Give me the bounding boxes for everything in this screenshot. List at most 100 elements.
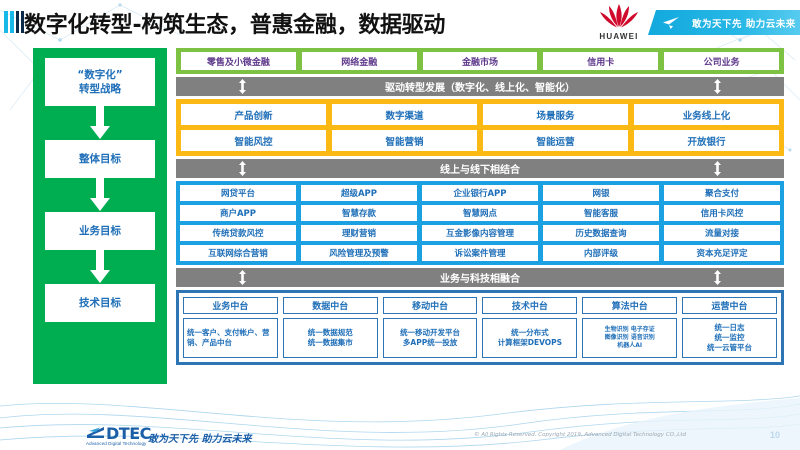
business-goal-cell[interactable]: 超级APP (301, 185, 417, 201)
business-goal-cell[interactable]: 智慧网点 (422, 205, 538, 221)
business-line-cell[interactable]: 信用卡 (543, 52, 659, 70)
dtec-tagline: Advanced Digital Technology (86, 441, 147, 446)
architecture-stack: 零售及小微金融 网络金融 金融市场 信用卡 公司业务 驱动转型发展（数字化、线上… (176, 48, 784, 365)
business-goal-cell[interactable]: 资本充足评定 (664, 245, 780, 261)
strategy-item-0[interactable]: “数字化” 转型战略 (45, 58, 155, 106)
business-goal-cell[interactable]: 企业银行APP (422, 185, 538, 201)
tech-column-body: 统一客户、支付帐户、营销、产品中台 (183, 318, 278, 358)
business-goal-cell[interactable]: 传统贷款风控 (180, 225, 296, 241)
strategy-column: “数字化” 转型战略 整体目标 业务目标 技术目标 (33, 48, 167, 384)
tech-column-body: 统一移动开发平台多APP统一投放 (382, 318, 478, 358)
connector-bar-1-label: 驱动转型发展（数字化、线上化、智能化） (385, 83, 575, 94)
tech-column-head[interactable]: 算法中台 (582, 297, 678, 314)
business-line-cell[interactable]: 公司业务 (664, 52, 779, 70)
down-arrow-icon-2 (90, 178, 110, 211)
overall-goal-cell[interactable]: 业务线上化 (634, 104, 779, 125)
overall-goal-cell[interactable]: 智能风控 (181, 130, 326, 151)
tech-column-body: 生物识别 电子存证图像识别 语音识别机器人AI (582, 318, 678, 358)
tech-goals-band: 业务中台 统一客户、支付帐户、营销、产品中台 数据中台 统一数据规范统一数据集市… (176, 290, 784, 365)
tech-column-technology: 技术中台 统一分布式计算框架DEVOPS (482, 297, 578, 358)
business-goal-cell[interactable]: 风险管理及预警 (301, 245, 417, 261)
overall-goals-band: 产品创新 数字渠道 场景服务 业务线上化 智能风控 智能营销 智能运营 开放银行 (176, 99, 784, 156)
down-arrow-icon-1 (90, 106, 110, 139)
strategy-item-2[interactable]: 业务目标 (45, 212, 155, 250)
business-lines-band: 零售及小微金融 网络金融 金融市场 信用卡 公司业务 (176, 48, 784, 74)
overall-goal-cell[interactable]: 数字渠道 (332, 104, 477, 125)
business-goal-cell[interactable]: 理财营销 (301, 225, 417, 241)
business-goal-cell[interactable]: 商户APP (180, 205, 296, 221)
tech-column-business: 业务中台 统一客户、支付帐户、营销、产品中台 (183, 297, 278, 358)
overall-goals-row: 智能风控 智能营销 智能运营 开放银行 (181, 130, 779, 151)
tech-column-head[interactable]: 技术中台 (482, 297, 578, 314)
tech-column-mobile: 移动中台 统一移动开发平台多APP统一投放 (382, 297, 478, 358)
header-ribbon: 敢为天下先 助力云未来 (648, 10, 800, 35)
overall-goal-cell[interactable]: 智能运营 (483, 130, 628, 151)
up-down-arrow-icon (239, 79, 246, 94)
title-accent-bars (4, 11, 24, 33)
down-arrow-icon-3 (90, 250, 110, 283)
business-goals-band: 网贷平台 超级APP 企业银行APP 网银 聚合支付 商户APP 智慧存款 智慧… (176, 181, 784, 265)
tech-column-head[interactable]: 业务中台 (183, 297, 278, 314)
tech-column-operation: 运营中台 统一日志统一监控统一云管平台 (682, 297, 777, 358)
strategy-item-0-line2: 转型战略 (79, 83, 121, 95)
business-line-cell[interactable]: 网络金融 (301, 52, 417, 70)
page-title: 数字化转型-构筑生态，普惠金融，数据驱动 (24, 13, 446, 38)
business-goal-cell[interactable]: 信用卡风控 (664, 205, 780, 221)
tech-column-body: 统一分布式计算框架DEVOPS (482, 318, 578, 358)
business-goal-cell[interactable]: 智能客服 (543, 205, 659, 221)
overall-goal-cell[interactable]: 开放银行 (634, 130, 779, 151)
overall-goals-row: 产品创新 数字渠道 场景服务 业务线上化 (181, 104, 779, 125)
up-down-arrow-icon (714, 79, 721, 94)
strategy-item-3-label: 技术目标 (79, 296, 121, 309)
business-goal-cell[interactable]: 流量对接 (664, 225, 780, 241)
up-down-arrow-icon (239, 161, 246, 176)
paper-plane-icon (663, 16, 679, 29)
business-goal-cell[interactable]: 网银 (543, 185, 659, 201)
tech-column-data: 数据中台 统一数据规范统一数据集市 (282, 297, 378, 358)
copyright-text: © All Rights Reserved. Copyright 2019, A… (474, 432, 686, 438)
overall-goal-cell[interactable]: 产品创新 (181, 104, 326, 125)
huawei-logo: HUAWEI (592, 2, 646, 42)
overall-goal-cell[interactable]: 智能营销 (332, 130, 477, 151)
dtec-logo: DTEC Advanced Digital Technology (86, 424, 151, 446)
business-line-cell[interactable]: 金融市场 (422, 52, 538, 70)
tech-column-body: 统一数据规范统一数据集市 (282, 318, 378, 358)
tech-column-algorithm: 算法中台 生物识别 电子存证图像识别 语音识别机器人AI (582, 297, 678, 358)
strategy-item-3[interactable]: 技术目标 (45, 284, 155, 322)
strategy-item-1-label: 整体目标 (79, 152, 121, 165)
business-goals-row: 互联网综合营销 风险管理及预警 诉讼案件管理 内部评级 资本充足评定 (180, 245, 780, 261)
huawei-flower-icon (600, 4, 638, 28)
connector-bar-1: 驱动转型发展（数字化、线上化、智能化） (176, 77, 784, 96)
tech-column-body: 统一日志统一监控统一云管平台 (682, 318, 777, 358)
dtec-mark-icon (87, 426, 104, 438)
business-goal-cell[interactable]: 聚合支付 (664, 185, 780, 201)
strategy-item-2-label: 业务目标 (79, 224, 121, 237)
footer-slogan: 敢为天下先 助力云未来 (148, 434, 252, 445)
business-goal-cell[interactable]: 诉讼案件管理 (422, 245, 538, 261)
slide-header: 数字化转型-构筑生态，普惠金融，数据驱动 HUAWEI 敢为天下先 助力云未来 (0, 0, 800, 44)
tech-column-head[interactable]: 数据中台 (282, 297, 378, 314)
business-goal-cell[interactable]: 互金影像内容管理 (422, 225, 538, 241)
business-line-cell[interactable]: 零售及小微金融 (181, 52, 296, 70)
connector-bar-3: 业务与科技相融合 (176, 268, 784, 287)
business-goal-cell[interactable]: 网贷平台 (180, 185, 296, 201)
huawei-wordmark: HUAWEI (599, 32, 639, 41)
business-goal-cell[interactable]: 互联网综合营销 (180, 245, 296, 261)
overall-goal-cell[interactable]: 场景服务 (483, 104, 628, 125)
dtec-wordmark: DTEC (106, 424, 151, 443)
ribbon-slogan: 敢为天下先 助力云未来 (692, 18, 796, 30)
page-number: 10 (770, 430, 781, 440)
business-goals-row: 传统贷款风控 理财营销 互金影像内容管理 历史数据查询 流量对接 (180, 225, 780, 241)
tech-column-head[interactable]: 运营中台 (682, 297, 777, 314)
business-goal-cell[interactable]: 历史数据查询 (543, 225, 659, 241)
business-goal-cell[interactable]: 内部评级 (543, 245, 659, 261)
up-down-arrow-icon (714, 161, 721, 176)
tech-column-head[interactable]: 移动中台 (382, 297, 478, 314)
strategy-item-0-line1: “数字化” (77, 68, 123, 81)
connector-bar-3-label: 业务与科技相融合 (440, 274, 520, 285)
strategy-item-1[interactable]: 整体目标 (45, 140, 155, 178)
up-down-arrow-icon (239, 270, 246, 285)
business-goal-cell[interactable]: 智慧存款 (301, 205, 417, 221)
business-goals-row: 网贷平台 超级APP 企业银行APP 网银 聚合支付 (180, 185, 780, 201)
